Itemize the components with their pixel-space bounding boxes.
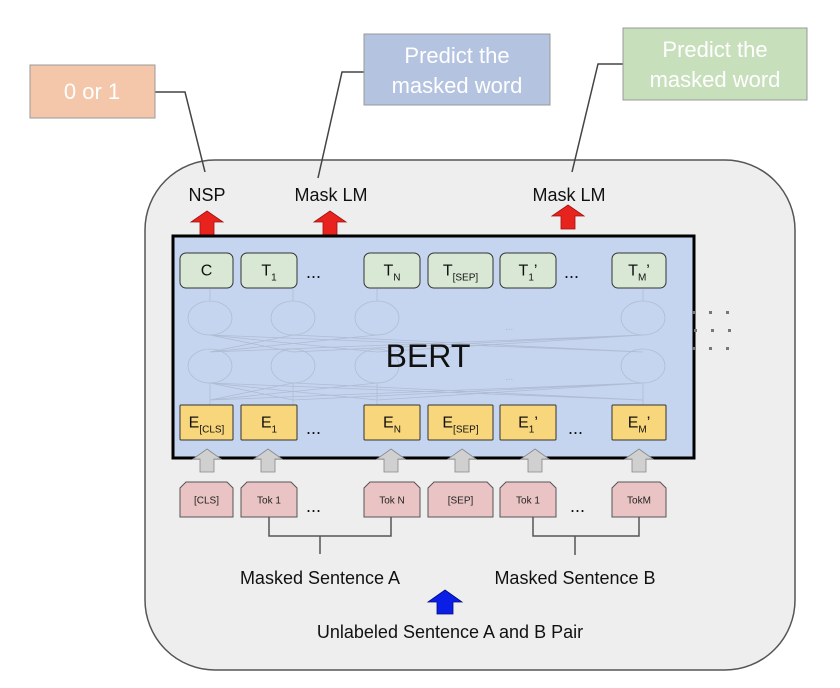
nsp-target-text: 0 or 1 xyxy=(64,79,120,104)
output-representation-prime: ’ xyxy=(646,263,650,280)
mlm-target-1-line2: masked word xyxy=(392,73,523,98)
input-token: [SEP] xyxy=(427,481,494,518)
token-text: TokM xyxy=(627,496,651,507)
output-representation-subscript: N xyxy=(393,273,400,284)
input-embedding-symbol: E xyxy=(628,415,639,432)
svg-text:TN: TN xyxy=(383,263,400,284)
svg-text:E1’: E1’ xyxy=(518,415,538,436)
input-embedding-symbol: E xyxy=(383,415,394,432)
bert-label: BERT xyxy=(386,338,471,374)
mask-lm-label-1: Mask LM xyxy=(294,185,367,205)
hidden-ellipsis-1: ... xyxy=(505,322,513,333)
mask-lm-label-2: Mask LM xyxy=(532,185,605,205)
output-representation-symbol: C xyxy=(201,263,213,280)
token-text: Tok 1 xyxy=(516,496,540,507)
nsp-target-callout: 0 or 1 xyxy=(29,64,156,119)
input-embedding-subscript: N xyxy=(394,425,401,436)
output-representation: TN xyxy=(363,252,421,289)
output-representation-symbol: T xyxy=(383,263,393,280)
svg-text:T1’: T1’ xyxy=(519,263,538,284)
sentence-brackets xyxy=(268,517,640,555)
output-representation-symbol: T xyxy=(443,263,453,280)
input-embedding: E1’ xyxy=(499,404,557,441)
callout-connectors xyxy=(155,63,623,179)
input-embedding: EM’ xyxy=(611,404,667,441)
output-representation-subscript: M xyxy=(638,273,646,284)
token-text: Tok N xyxy=(379,496,405,507)
input-token: Tok 1 xyxy=(499,481,557,518)
embedding-input-arrow-icon xyxy=(375,448,407,473)
output-representation-symbol: T xyxy=(628,263,638,280)
input-token: TokM xyxy=(611,481,667,518)
embedding-input-arrow-icon xyxy=(446,448,478,473)
hidden-ellipsis-2: ... xyxy=(505,372,513,383)
output-representation: TM’ xyxy=(611,252,667,289)
input-embedding-prime: ’ xyxy=(534,415,538,432)
token-ellipsis-1: ... xyxy=(306,496,321,516)
token-ellipsis-2: ... xyxy=(570,496,585,516)
masked-sentence-b-label: Masked Sentence B xyxy=(494,568,655,588)
output-representation: C xyxy=(179,252,234,289)
input-embedding-subscript: M xyxy=(638,425,646,436)
mlm-target-2-line1: Predict the xyxy=(662,37,767,62)
svg-text:E[CLS]: E[CLS] xyxy=(189,415,225,436)
svg-text:E[SEP]: E[SEP] xyxy=(442,415,478,436)
svg-text:EN: EN xyxy=(383,415,401,436)
embedding-input-arrow-icon xyxy=(519,448,551,473)
output-ellipsis-1: ... xyxy=(306,262,321,282)
output-ellipsis-2: ... xyxy=(564,262,579,282)
input-embedding-symbol: E xyxy=(518,415,529,432)
nsp-label: NSP xyxy=(188,185,225,205)
token-text: [CLS] xyxy=(194,496,219,507)
input-embedding: E1 xyxy=(240,404,298,441)
svg-text:E1: E1 xyxy=(261,415,278,436)
svg-text:C: C xyxy=(201,263,213,280)
embedding-ellipsis-2: ... xyxy=(568,418,583,438)
output-representation-subscript: [SEP] xyxy=(453,273,479,284)
output-representation: T1 xyxy=(240,252,298,289)
embedding-input-arrow-icon xyxy=(191,448,223,473)
embedding-input-arrow-icon xyxy=(623,448,655,473)
input-embedding-prime: ’ xyxy=(647,415,651,432)
output-representation: T1’ xyxy=(499,252,557,289)
svg-text:EM’: EM’ xyxy=(628,415,651,436)
input-embedding-symbol: E xyxy=(189,415,200,432)
input-embedding-subscript: 1 xyxy=(529,425,535,436)
input-embedding: E[CLS] xyxy=(179,404,234,441)
input-embedding-subscript: [CLS] xyxy=(199,425,224,436)
output-representation-prime: ’ xyxy=(534,263,538,280)
mlm-target-callout-2: Predict the masked word xyxy=(622,27,808,101)
token-text: [SEP] xyxy=(448,496,474,507)
mlm-target-1-line1: Predict the xyxy=(404,43,509,68)
input-arrow-icon xyxy=(426,589,464,615)
transformer-network-graphic xyxy=(187,289,666,405)
masked-sentence-a-label: Masked Sentence A xyxy=(240,568,400,588)
unlabeled-pair-label: Unlabeled Sentence A and B Pair xyxy=(317,622,583,642)
output-representation-symbol: T xyxy=(261,263,271,280)
embedding-ellipsis-1: ... xyxy=(306,418,321,438)
input-token: Tok N xyxy=(363,481,421,518)
mlm-target-callout-1: Predict the masked word xyxy=(363,33,551,106)
input-embedding-subscript: 1 xyxy=(272,425,278,436)
stacked-layers-dots xyxy=(692,311,731,350)
input-embedding-symbol: E xyxy=(442,415,453,432)
input-token: Tok 1 xyxy=(240,481,298,518)
output-representation-subscript: 1 xyxy=(271,273,277,284)
input-token: [CLS] xyxy=(179,481,234,518)
output-representation-subscript: 1 xyxy=(528,273,534,284)
input-embedding: E[SEP] xyxy=(427,404,494,441)
token-text: Tok 1 xyxy=(257,496,281,507)
input-embedding-symbol: E xyxy=(261,415,272,432)
mlm-output-arrow-icon-2 xyxy=(550,204,586,230)
mlm-target-2-line2: masked word xyxy=(650,67,781,92)
output-representation-symbol: T xyxy=(519,263,529,280)
svg-text:T[SEP]: T[SEP] xyxy=(443,263,479,284)
input-embedding: EN xyxy=(363,404,421,441)
embedding-input-arrow-icon xyxy=(252,448,284,473)
svg-text:T1: T1 xyxy=(261,263,277,284)
svg-text:TM’: TM’ xyxy=(628,263,650,284)
output-representation: T[SEP] xyxy=(427,252,494,289)
input-embedding-subscript: [SEP] xyxy=(453,425,479,436)
